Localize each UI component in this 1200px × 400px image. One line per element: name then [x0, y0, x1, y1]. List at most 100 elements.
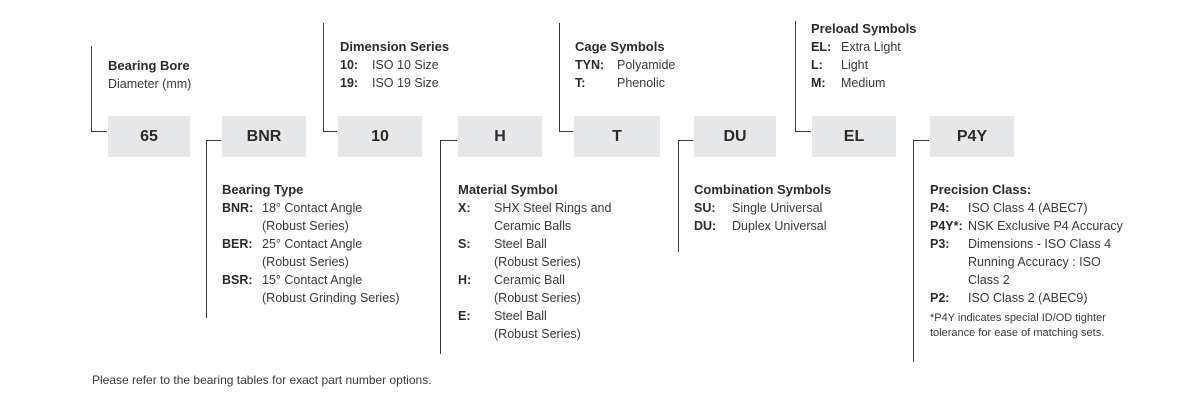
bearing_type-item: BSR:15° Contact Angle(Robust Grinding Se…: [222, 271, 400, 307]
connector-combination-v: [678, 140, 679, 252]
connector-precision-v: [913, 140, 914, 362]
connector-dimension-v: [323, 23, 324, 131]
code-box-dimension: 10: [338, 116, 422, 157]
combination-item-desc-line: Duplex Universal: [732, 219, 827, 233]
connector-material-v: [440, 140, 441, 354]
bearing_type-item-desc-line: 18° Contact Angle: [262, 201, 363, 215]
bearing_type-item: BER:25° Contact Angle(Robust Series): [222, 235, 400, 271]
dimension-title: Dimension Series: [340, 39, 450, 54]
cage-item-code: T:: [575, 76, 586, 90]
precision-item-desc-line: Running Accuracy : ISO: [968, 255, 1101, 269]
connector-dimension-h: [323, 131, 337, 132]
bearing_type-item-desc: 18° Contact Angle (Robust Series): [262, 199, 362, 235]
material-item-desc-line: Steel Ball: [494, 309, 547, 323]
precision-title: Precision Class:: [930, 182, 1032, 197]
dimension-item-code: 19:: [340, 76, 359, 90]
footer-note: Please refer to the bearing tables for e…: [92, 373, 432, 387]
bore-line: Diameter (mm): [108, 77, 192, 91]
precision-item-desc: NSK Exclusive P4 Accuracy: [968, 217, 1123, 235]
precision-item: P4Y*:NSK Exclusive P4 Accuracy: [930, 217, 1123, 235]
precision-item-code: P3:: [930, 237, 950, 251]
code-box-material: H: [458, 116, 542, 157]
material-item-desc: Steel Ball(Robust Series): [494, 307, 581, 343]
precision-item-desc-line: NSK Exclusive P4 Accuracy: [968, 219, 1123, 233]
preload-item-code: EL:: [811, 40, 832, 54]
material-item-desc: Ceramic Ball(Robust Series): [494, 271, 581, 307]
bearing_type-item: BNR: 18° Contact Angle (Robust Series): [222, 199, 400, 235]
connector-bore-h: [91, 131, 107, 132]
bearing_type-item-code: BNR:: [222, 201, 254, 215]
connector-cage-v: [559, 23, 560, 131]
material-item-code: E:: [458, 309, 471, 323]
code-box-bore: 65: [108, 116, 190, 157]
bearing_type-item-desc-line: (Robust Grinding Series): [262, 291, 400, 305]
connector-material-h: [440, 140, 457, 141]
combination-item: DU:Duplex Universal: [694, 217, 831, 235]
bore-title: Bearing Bore: [108, 58, 190, 73]
preload-item: EL: Extra Light: [811, 38, 916, 56]
precision-item-desc-line: ISO Class 2 (ABEC9): [968, 291, 1088, 305]
precision-item: P3: Dimensions - ISO Class 4 Running Accur…: [930, 235, 1123, 289]
precision-item-desc-line: Dimensions - ISO Class 4: [968, 237, 1112, 251]
material-item-desc: Steel Ball (Robust Series): [494, 235, 581, 271]
preload-item-desc-line: Extra Light: [841, 40, 901, 54]
cage-item-desc: Polyamide: [617, 56, 675, 74]
precision-item-desc-line: Class 2: [968, 273, 1010, 287]
dimension-item-desc-line: ISO 19 Size: [372, 76, 439, 90]
bearing_type-title: Bearing Type: [222, 182, 304, 197]
code-box-combination: DU: [694, 116, 776, 157]
dimension-series-group: Dimension Series 10:ISO 10 Size 19: ISO 19 …: [340, 38, 449, 92]
material-item: S: Steel Ball (Robust Series): [458, 235, 611, 271]
material-item-desc-line: (Robust Series): [494, 255, 581, 269]
connector-cage-h: [559, 131, 573, 132]
combination-item: SU: Single Universal: [694, 199, 831, 217]
material-item-code: S:: [458, 237, 471, 251]
preload-item-code: M:: [811, 76, 826, 90]
combination-item-desc: Single Universal: [732, 199, 822, 217]
connector-preload-v: [795, 21, 796, 131]
bearing_type-item-desc-line: 15° Contact Angle: [262, 273, 363, 287]
cage-item-code: TYN:: [575, 58, 605, 72]
material-item-code: X:: [458, 201, 471, 215]
material-item-desc-line: Ceramic Balls: [494, 219, 572, 233]
cage-title: Cage Symbols: [575, 39, 665, 54]
bearing_type-item-desc: 15° Contact Angle (Robust Grinding Series…: [262, 271, 400, 307]
precision-class-group: Precision Class:P4:ISO Class 4 (ABEC7)P4…: [930, 181, 1123, 341]
dimension-item-desc: ISO 19 Size: [372, 74, 439, 92]
preload-item-desc-line: Light: [841, 58, 869, 72]
material-item-desc-line: Steel Ball: [494, 237, 547, 251]
preload-item-desc-line: Medium: [841, 76, 886, 90]
precision-item-desc: Dimensions - ISO Class 4 Running Accuracy…: [968, 235, 1111, 289]
connector-bearing-type-v: [206, 140, 207, 318]
precision-item-code: P4:: [930, 201, 950, 215]
cage-item-desc-line: Polyamide: [617, 58, 676, 72]
connector-combination-h: [678, 140, 693, 141]
bearing_type-item-code: BER:: [222, 237, 253, 251]
bearing_type-item-desc-line: (Robust Series): [262, 219, 349, 233]
dimension-item: 10:ISO 10 Size: [340, 56, 449, 74]
connector-precision-h: [913, 140, 929, 141]
material-item-desc-line: Ceramic Ball: [494, 273, 565, 287]
preload-title: Preload Symbols: [811, 21, 917, 36]
precision-item: P2:ISO Class 2 (ABEC9): [930, 289, 1123, 307]
bearing_type-item-desc-line: 25° Contact Angle: [262, 237, 363, 251]
precision-note-line: tolerance for ease of matching sets.: [930, 327, 1105, 339]
cage-item: T: Phenolic: [575, 74, 675, 92]
dimension-item: 19: ISO 19 Size: [340, 74, 449, 92]
cage-item-desc-line: Phenolic: [617, 76, 665, 90]
preload-item-desc: Medium: [841, 74, 885, 92]
combination-item-desc-line: Single Universal: [732, 201, 823, 215]
material-item-code: H:: [458, 273, 472, 287]
connector-preload-h: [795, 131, 811, 132]
material-title: Material Symbol: [458, 182, 558, 197]
combination-item-code: SU:: [694, 201, 716, 215]
code-box-preload: EL: [812, 116, 896, 157]
